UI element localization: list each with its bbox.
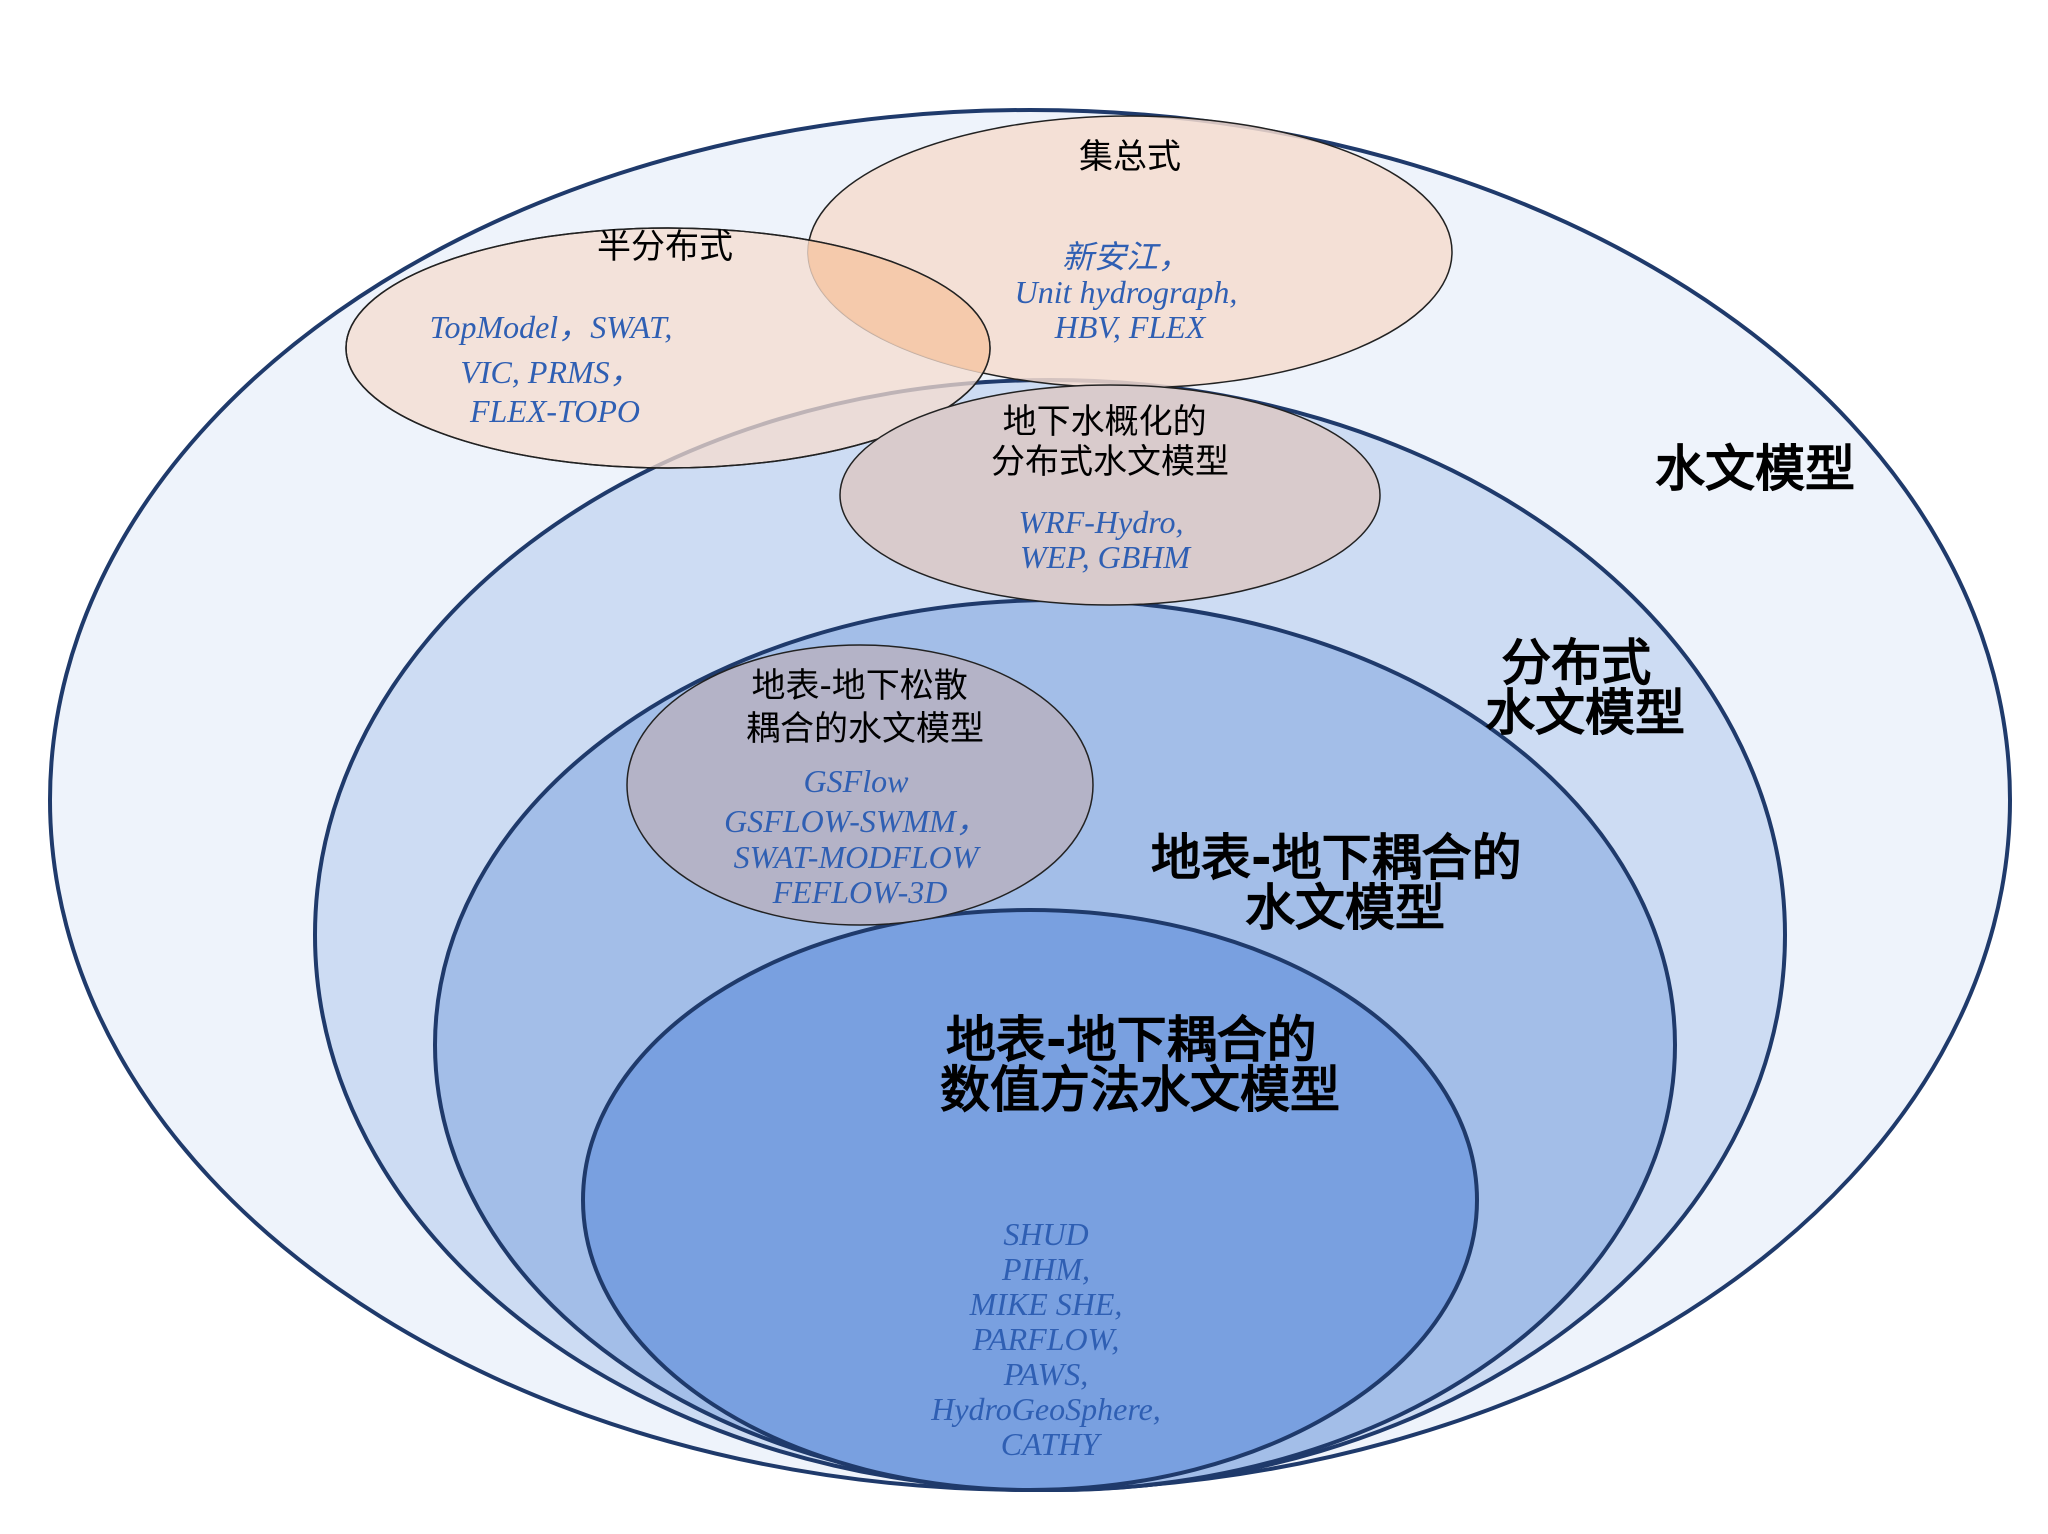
- groundwater-conceptual-title: 地下水概化的 分布式水文模型: [991, 402, 1229, 482]
- semi-distributed-model-examples: TopModel，SWAT, VIC, PRMS， FLEX-TOPO: [430, 309, 681, 429]
- distributed-model-label: 分布式 水文模型: [1485, 634, 1685, 742]
- hydrological-model-label: 水文模型: [1655, 440, 1855, 498]
- groundwater-conceptual-ellipse: [839, 384, 1381, 606]
- loose-coupled-ellipse: [626, 644, 1094, 926]
- lumped-model-title: 集总式: [1079, 137, 1181, 177]
- semi-distributed-outline: [345, 227, 991, 469]
- lumped-model-examples: 新安江， Unit hydrograph, HBV, FLEX: [1015, 239, 1246, 345]
- loose-coupled-title: 地表-地下松散 耦合的水文模型: [746, 666, 984, 749]
- numerical-model-ellipse: [581, 908, 1479, 1492]
- lumped-semi-overlap: [808, 228, 990, 388]
- coupled-model-label: 地表-地下耦合的 水文模型: [1151, 829, 1539, 937]
- numerical-model-examples: SHUD PIHM, MIKE SHE, PARFLOW, PAWS, Hydr…: [930, 1216, 1169, 1462]
- loose-coupled-examples: GSFlow GSFLOW-SWMM， SWAT-MODFLOW FEFLOW-…: [724, 763, 996, 910]
- numerical-model-label: 地表-地下耦合的 数值方法水文模型: [940, 1011, 1340, 1119]
- semi-distributed-model-title: 半分布式: [597, 227, 733, 267]
- groundwater-conceptual-examples: WRF-Hydro, WEP, GBHM: [1019, 504, 1193, 575]
